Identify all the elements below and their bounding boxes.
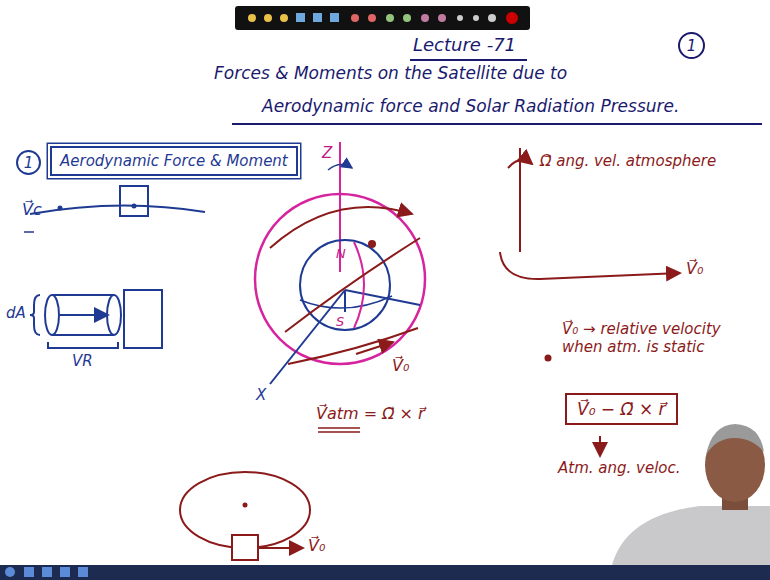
subtitle: Forces & Moments on the Satellite due to: [214, 63, 567, 83]
box-text: Aerodynamic Force & Moment: [60, 152, 288, 170]
note: V⃗₀ → relative velocity when atm. is sta…: [562, 320, 754, 356]
area-label: dA: [6, 304, 26, 322]
equation-label: V⃗atm = Ω⃗ × r⃗: [316, 404, 425, 423]
subtitle: Aerodynamic force and Solar Radiation Pr…: [262, 96, 679, 116]
vector-label: V⃗c: [22, 200, 42, 219]
pole-label: N: [336, 246, 346, 262]
note: Ω⃗ ang. vel. atmosphere: [540, 152, 716, 170]
vector-label: VR: [72, 352, 93, 370]
vector-label: V⃗₀: [308, 536, 325, 555]
pole-label: S: [336, 314, 344, 330]
equation-box: V⃗₀ − Ω⃗ × r⃗: [565, 393, 678, 425]
lecture-title: Lecture -71: [413, 34, 516, 56]
vector-label: V⃗₀: [392, 356, 409, 375]
callout-text: 1: [687, 37, 697, 55]
section-heading-box: Aerodynamic Force & Moment: [50, 146, 298, 176]
axis-label: X: [256, 386, 266, 404]
callout-number: 1: [678, 32, 705, 59]
note: Atm. ang. veloc.: [558, 459, 681, 477]
callout-text: 1: [24, 154, 34, 172]
axis-label: Z: [322, 144, 332, 162]
vector-label: V⃗₀: [686, 259, 703, 278]
box-text: V⃗₀ − Ω⃗ × r⃗: [577, 399, 666, 419]
callout-number: 1: [16, 150, 41, 175]
